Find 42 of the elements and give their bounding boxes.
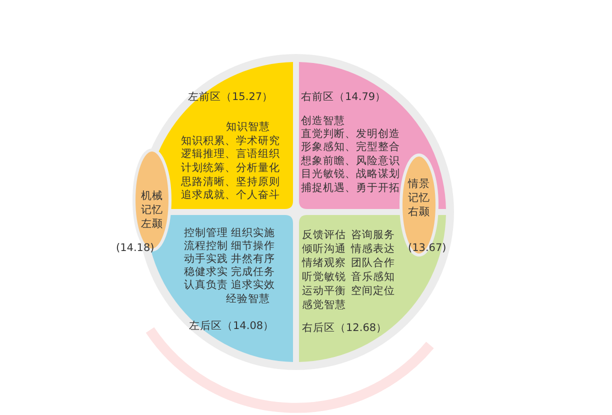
region-text: 追求实效 [231, 279, 275, 291]
region-text: 形象感知、完型整合 [301, 141, 400, 153]
region-text: 咨询服务 [351, 229, 395, 241]
region-text: 右前区（14.79） [301, 91, 386, 103]
region-text: 情绪观察 [302, 257, 346, 269]
region-text: 认真负责 [184, 279, 228, 291]
region-text: 想象前瞻、风险意识 [301, 155, 400, 167]
region-text: 流程控制 [184, 240, 228, 252]
region-text: 控制管理 [184, 227, 228, 239]
region-text: 感觉智慧 [302, 299, 346, 311]
region-text: 创造智慧 [301, 115, 345, 127]
region-text: 思路清晰、坚持原则 [181, 176, 280, 188]
region-text: 运动平衡 [302, 285, 346, 297]
region-text: 完成任务 [231, 266, 275, 278]
region-text: 计划统筹、分析量化 [181, 162, 280, 174]
region-text: (13.67) [408, 242, 446, 254]
region-text: 稳健求实 [184, 266, 228, 278]
region-text: 逻辑推理、言语组织 [181, 148, 280, 160]
region-text: 情感表达 [351, 243, 395, 255]
region-text: 经验智慧 [226, 293, 270, 305]
region-text: 追求成就、个人奋斗 [181, 189, 280, 201]
region-text: 知识积累、学术研究 [181, 135, 280, 147]
region-text: 目光敏锐、战略谋划 [301, 168, 400, 180]
region-text: (14.18) [116, 242, 154, 254]
region-text: 情景记忆右颞 [408, 177, 430, 219]
region-text: 知识智慧 [226, 121, 270, 133]
region-text: 机械记忆左颞 [141, 189, 163, 231]
region-text: 空间定位 [351, 285, 395, 297]
region-text: 细节操作 [231, 240, 275, 252]
region-text: 倾听沟通 [302, 243, 346, 255]
region-text: 反馈评估 [302, 229, 346, 241]
region-text: 直觉判断、发明创造 [301, 128, 400, 140]
region-text: 右后区（12.68） [302, 322, 388, 334]
region-text: 团队合作 [351, 257, 395, 269]
region-text: 动手实践 [184, 253, 228, 265]
region-text: 音乐感知 [351, 271, 395, 283]
region-text: 听觉敏锐 [302, 271, 346, 283]
region-text: 左前区（15.27） [188, 91, 274, 103]
region-text: 组织实施 [231, 227, 275, 239]
region-text: 左后区（14.08） [189, 320, 274, 332]
region-text: 井然有序 [231, 253, 275, 265]
region-text: 捕捉机遇、勇于开拓 [301, 182, 400, 194]
